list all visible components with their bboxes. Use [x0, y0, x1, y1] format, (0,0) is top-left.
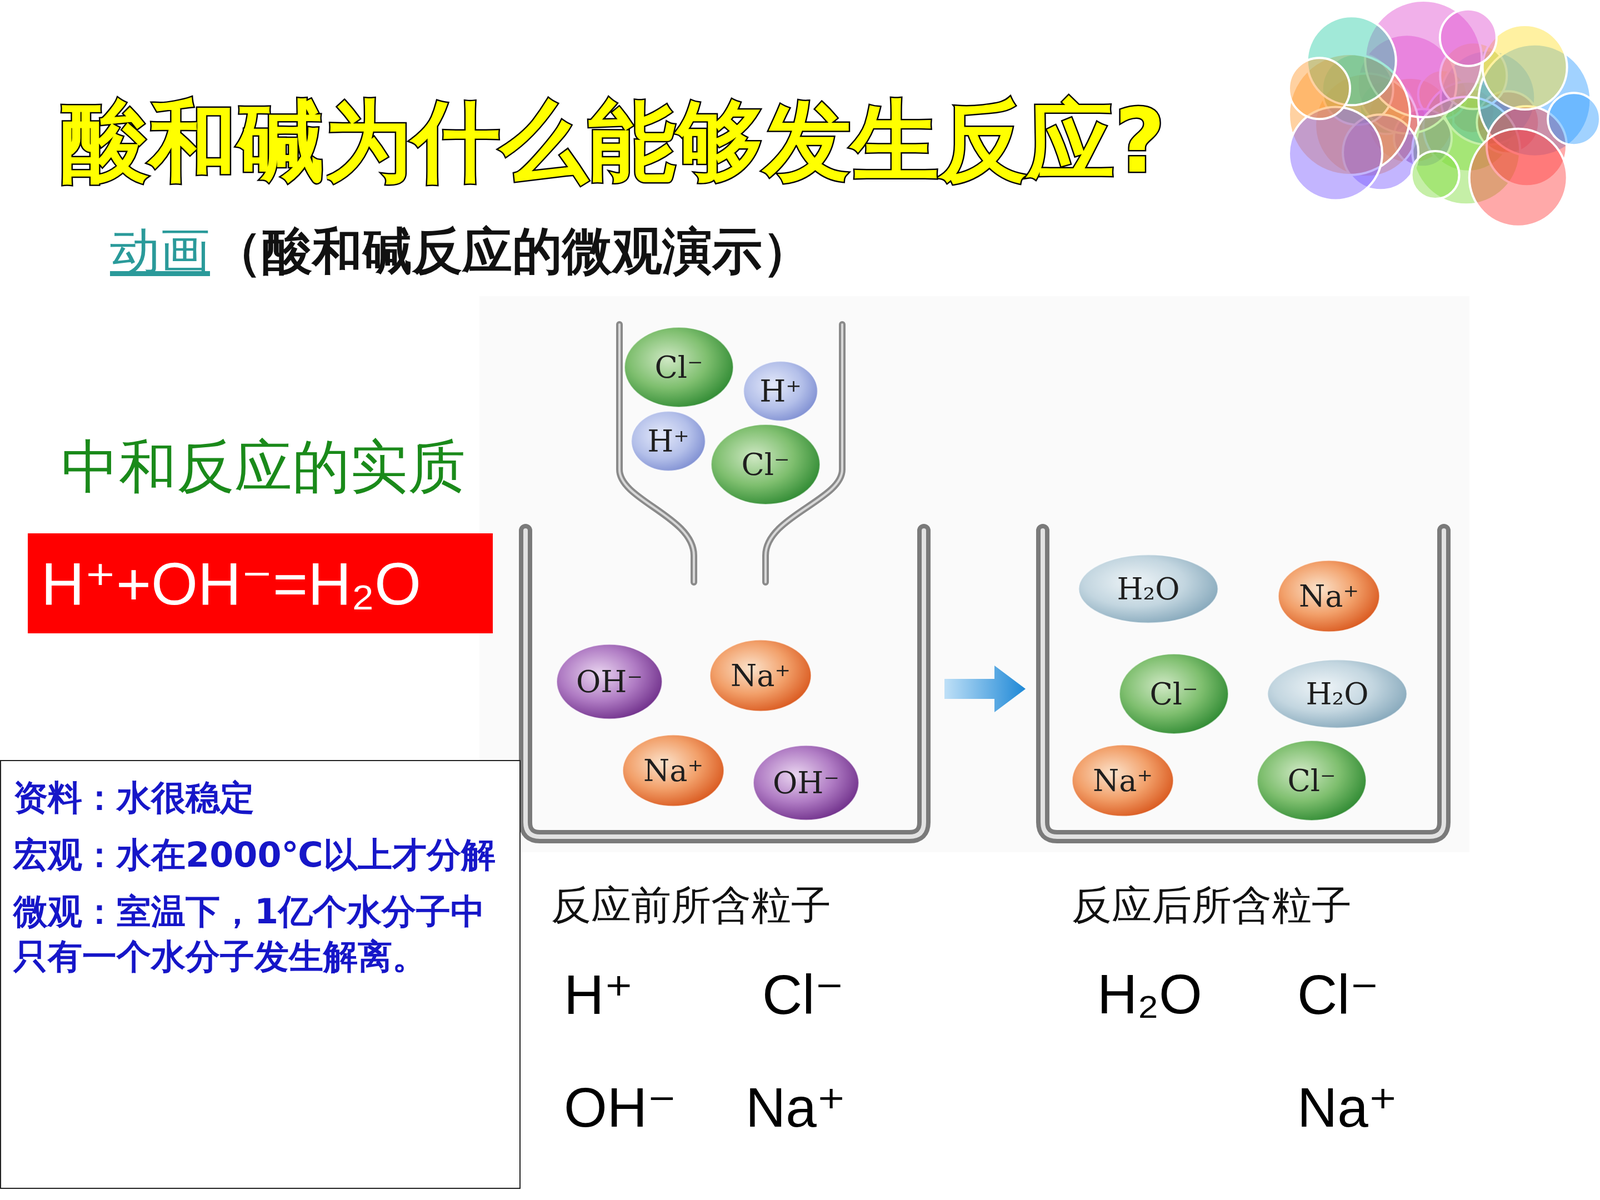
- ion-symbol: Na⁺: [1298, 578, 1359, 614]
- ion-symbol: Na⁺: [730, 658, 791, 694]
- ion-particle: OH⁻: [752, 743, 860, 822]
- ion-particle: H₂O: [1077, 553, 1220, 625]
- ion-fill: [1257, 740, 1367, 821]
- ion-fill: [631, 411, 705, 472]
- funnel: [619, 324, 843, 583]
- caption-text: 反应前所含粒子: [551, 878, 832, 933]
- ion-particle: OH⁻: [555, 642, 664, 721]
- bubble: [1411, 151, 1460, 199]
- ion-symbol: Na⁺: [643, 753, 704, 789]
- particle-label: Na⁺: [745, 1075, 847, 1140]
- caption-text: 中和反应的实质: [61, 428, 466, 507]
- particle-label: H₂O: [1097, 962, 1203, 1027]
- link-text: 动画: [110, 217, 210, 286]
- illustration-panel: [479, 296, 1470, 853]
- ion-particle: Na⁺: [1071, 743, 1175, 818]
- ion-symbol: H₂O: [1116, 571, 1180, 607]
- ion-particle: H⁺: [630, 410, 707, 473]
- ion-symbol: H₂O: [1305, 676, 1369, 712]
- ion-particle: Cl⁻: [623, 325, 735, 409]
- ion-fill: [624, 327, 734, 408]
- equation: H⁺+OH⁻=H₂O: [41, 548, 422, 619]
- ion-fill: [710, 640, 812, 712]
- caption-text: （酸和碱反应的微观演示）: [212, 217, 813, 286]
- bubble: [1440, 9, 1497, 67]
- reaction-arrow: [944, 665, 1026, 713]
- particle-label: Na⁺: [1297, 1075, 1398, 1140]
- caption-text: 反应后所含粒子: [1071, 878, 1352, 933]
- beaker: [1042, 530, 1444, 837]
- ion-fill: [753, 745, 859, 820]
- particle-label: Cl⁻: [1297, 962, 1379, 1028]
- ion-particle: H⁺: [742, 360, 819, 423]
- ion-symbol: Cl⁻: [1287, 763, 1336, 799]
- equation-box: H⁺+OH⁻=H₂O: [27, 533, 493, 634]
- bubble: [1288, 106, 1383, 200]
- ion-particle: Na⁺: [1277, 558, 1381, 634]
- bubble: [1469, 128, 1568, 227]
- ion-fill: [743, 361, 818, 422]
- decoration-bubbles: [1288, 0, 1600, 227]
- ion-symbol: OH⁻: [576, 664, 643, 700]
- ion-particle: H₂O: [1266, 658, 1409, 730]
- note-text: 宏观：水在2000℃以上才分解: [13, 832, 508, 878]
- ion-particle: Cl⁻: [1256, 738, 1368, 823]
- ion-particle: Cl⁻: [710, 422, 822, 507]
- ion-fill: [1078, 555, 1219, 624]
- ion-symbol: Na⁺: [1092, 763, 1153, 799]
- ion-particle: Na⁺: [708, 638, 813, 713]
- title: 酸和碱为什么能够发生反应?: [61, 83, 1166, 202]
- ion-fill: [1278, 560, 1380, 633]
- ion-fill: [1072, 745, 1174, 817]
- ion-symbol: OH⁻: [772, 765, 840, 801]
- ion-particle: Cl⁻: [1118, 652, 1230, 736]
- ion-fill: [1267, 660, 1408, 729]
- note-text: 资料：水很稳定: [13, 775, 508, 821]
- ion-symbol: Cl⁻: [1149, 676, 1198, 712]
- beaker: [525, 530, 924, 837]
- ion-fill: [556, 644, 663, 719]
- bubble: [1288, 57, 1350, 119]
- note-box: 资料：水很稳定宏观：水在2000℃以上才分解微观：室温下，1亿个水分子中只有一个…: [0, 760, 521, 1189]
- ion-symbol: Cl⁻: [654, 350, 703, 385]
- ion-particle: Na⁺: [621, 733, 725, 808]
- bubble: [1547, 92, 1600, 145]
- particle-label: OH⁻: [563, 1075, 677, 1140]
- ion-symbol: H⁺: [759, 373, 802, 409]
- note-text: 微观：室温下，1亿个水分子中只有一个水分子发生解离。: [13, 889, 508, 979]
- particle-label: H⁺: [563, 962, 634, 1028]
- particle-label: Cl⁻: [762, 962, 844, 1028]
- ion-fill: [1119, 653, 1229, 734]
- ion-fill: [711, 424, 820, 505]
- ion-symbol: Cl⁻: [741, 447, 790, 483]
- ion-fill: [622, 735, 724, 807]
- ion-symbol: H⁺: [647, 423, 690, 459]
